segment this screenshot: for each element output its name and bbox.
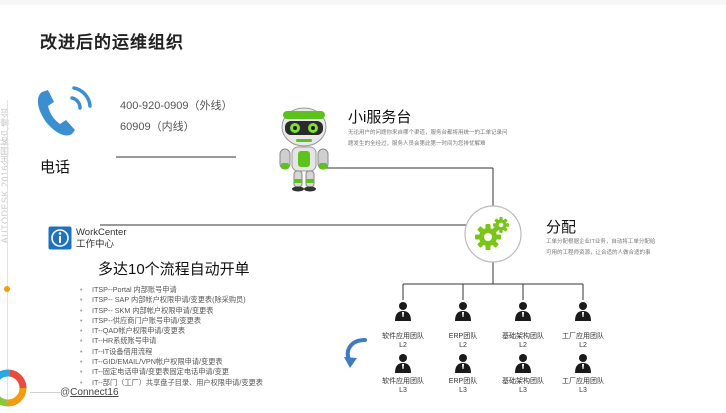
dispatch-desc-2: 可用的工程师资源，让合适的人做合适的事 bbox=[546, 250, 651, 256]
footer-at: @ bbox=[60, 387, 71, 398]
servicedesk-title: 小i服务台 bbox=[348, 109, 412, 126]
list-item: IT--GID/EMAIL/VPN帐户权限申请/变更表 bbox=[80, 357, 263, 368]
phone-label: 电话 bbox=[40, 159, 71, 176]
person-icon bbox=[515, 354, 531, 373]
list-item: IT--HR系统账号申请 bbox=[80, 336, 263, 347]
gears-icon bbox=[464, 205, 522, 263]
donut-logo-icon bbox=[0, 369, 27, 407]
list-item: IT--部门（工厂）共享盘子目录、用户权限申请/变更表 bbox=[80, 378, 263, 389]
timeline-dot bbox=[4, 286, 10, 292]
person-icon bbox=[455, 302, 471, 321]
escalation-arrow-icon bbox=[344, 338, 367, 368]
workcenter-headline: 多达10个流程自动开单 bbox=[98, 261, 250, 278]
person-icon bbox=[515, 302, 531, 321]
footer-brand-link[interactable]: Connect16 bbox=[70, 387, 119, 398]
servicedesk-desc-1: 无论用户的问题你来自哪个渠道，服务台都将用统一的工单记录问 bbox=[348, 130, 508, 136]
servicedesk-desc-2: 题发生的全经过，服务人员会第此第一时间为您排忧解难 bbox=[348, 141, 486, 147]
person-icon bbox=[455, 354, 471, 373]
workcenter-logo-icon bbox=[48, 226, 72, 250]
dispatch-desc-1: 工单分配根据企业IT业务，自动将工单分配给 bbox=[546, 239, 656, 245]
list-item: ITSP--Portal 内部账号申请 bbox=[80, 285, 263, 296]
phone-external: 400-920-0909（外线） bbox=[120, 100, 233, 112]
footer-rule bbox=[30, 392, 60, 393]
list-item: ITSP--供应商门户账号申请/变更表 bbox=[80, 316, 263, 327]
phone-icon bbox=[37, 86, 92, 136]
left-rule bbox=[7, 100, 8, 400]
dispatch-title: 分配 bbox=[546, 219, 577, 236]
slide-title: 改进后的运维组织 bbox=[40, 33, 184, 52]
person-icon bbox=[575, 302, 591, 321]
list-item: ITSP-- SKM 内部帐户权限申请/变更表 bbox=[80, 306, 263, 317]
person-icon bbox=[395, 302, 411, 321]
list-item: IT--固定电话申请/变更表固定电话申请/变更 bbox=[80, 367, 263, 378]
workcenter-sub: 工作中心 bbox=[76, 239, 115, 250]
footer-brand: @Connect16 bbox=[60, 387, 119, 398]
top-bar bbox=[0, 0, 726, 5]
process-list: ITSP--Portal 内部账号申请 ITSP-- SAP 内部帐户权限申请/… bbox=[80, 285, 263, 388]
person-icon bbox=[395, 354, 411, 373]
list-item: IT--IT设备借用流程 bbox=[80, 347, 263, 358]
robot-icon bbox=[279, 107, 329, 192]
person-icon bbox=[575, 354, 591, 373]
list-item: IT--QAD帐户权限申请/变更表 bbox=[80, 326, 263, 337]
list-item: ITSP-- SAP 内部帐户权限申请/变更表(除采购员) bbox=[80, 295, 263, 306]
phone-internal: 60909（内线） bbox=[120, 121, 195, 133]
workcenter-name: WorkCenter bbox=[76, 227, 127, 238]
